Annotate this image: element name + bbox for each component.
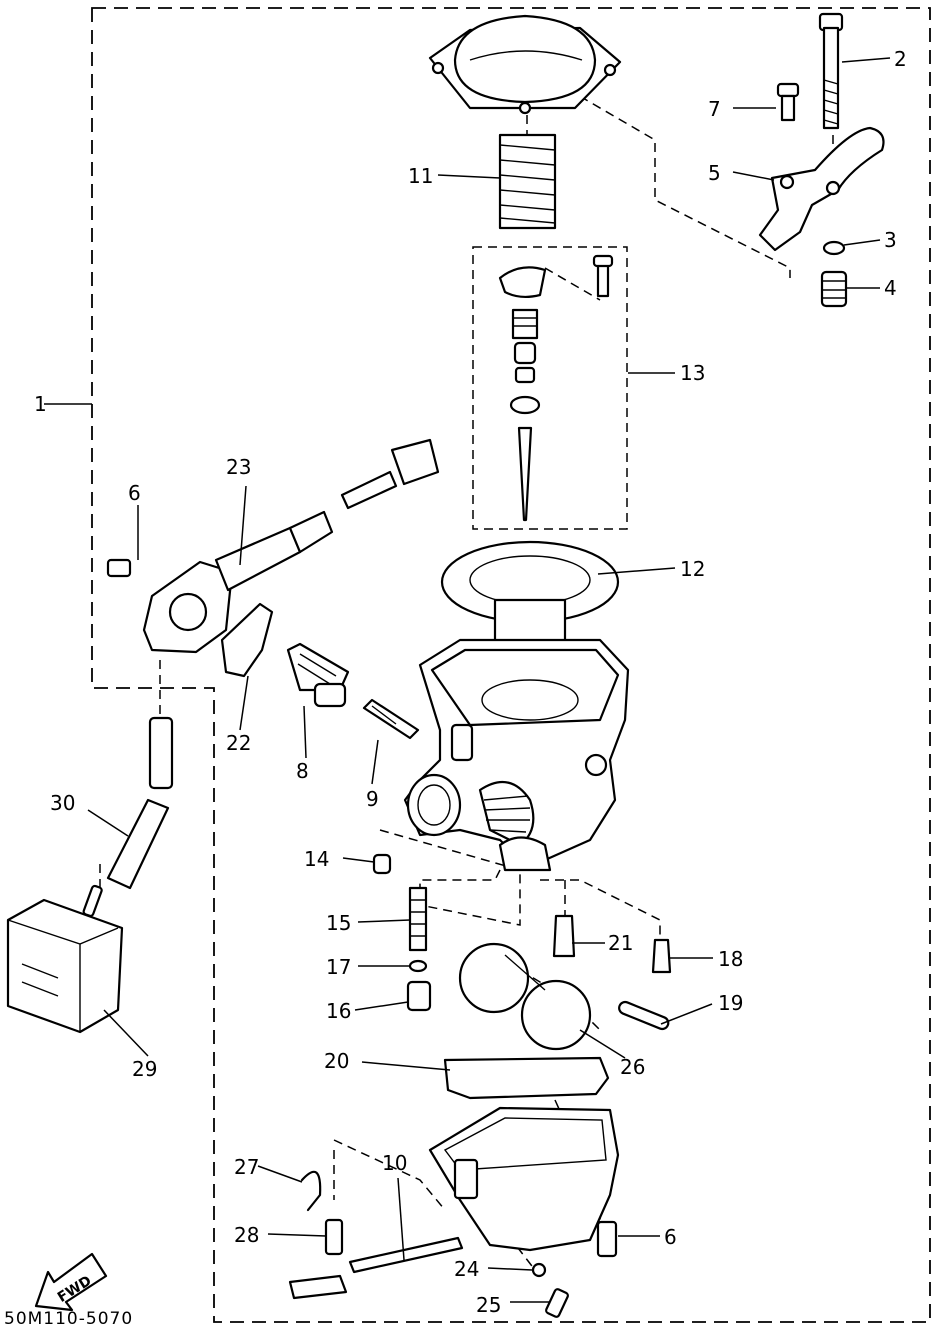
clip-part (300, 1170, 322, 1212)
pilot-screw-part (362, 698, 420, 740)
diaphragm-spring-part (498, 133, 557, 230)
throttle-screw-part (818, 12, 844, 130)
callout-12: 12 (680, 557, 705, 581)
callout-4: 4 (884, 276, 897, 300)
assembly-outline (91, 7, 931, 1323)
joint-hose-part (106, 716, 174, 890)
callout-11: 11 (408, 164, 433, 188)
carburetor-body-part (403, 638, 630, 872)
float-part (458, 942, 592, 1051)
callout-8: 8 (296, 759, 309, 783)
callout-6-lower: 6 (664, 1225, 677, 1249)
callout-23: 23 (226, 455, 251, 479)
callout-5: 5 (708, 161, 721, 185)
main-jet-part (406, 980, 432, 1012)
callout-1: 1 (34, 392, 47, 416)
small-screw-part (545, 1288, 569, 1318)
callout-15: 15 (326, 911, 351, 935)
plug-part (372, 853, 392, 875)
callout-2: 2 (894, 47, 907, 71)
callout-21: 21 (608, 931, 633, 955)
float-pin-part (618, 1000, 670, 1031)
callout-18: 18 (718, 947, 743, 971)
callout-27: 27 (234, 1155, 259, 1179)
callout-20: 20 (324, 1049, 349, 1073)
float-chamber-part (428, 1106, 620, 1252)
callout-7: 7 (708, 97, 721, 121)
leader-lines (44, 57, 891, 1303)
tps-gasket-part (220, 602, 274, 678)
drain-screw-part (596, 1220, 618, 1258)
jet-needle-set-part (498, 254, 614, 522)
lever-part (758, 126, 885, 252)
callout-13: 13 (680, 361, 705, 385)
callout-labels: 1 2 3 4 5 6 6 7 8 9 10 11 12 13 14 15 16… (34, 47, 907, 1317)
callout-17: 17 (326, 955, 351, 979)
callout-16: 16 (326, 999, 351, 1023)
callout-29: 29 (132, 1057, 157, 1081)
callout-6-upper: 6 (128, 481, 141, 505)
callout-10: 10 (382, 1151, 407, 1175)
screw-part (324, 1218, 344, 1256)
top-cover-part (428, 14, 622, 115)
callout-19: 19 (718, 991, 743, 1015)
callout-28: 28 (234, 1223, 259, 1247)
fwd-arrow-icon (34, 1252, 108, 1312)
canister-box-part (6, 884, 124, 1034)
throttle-sensor-part (106, 438, 440, 654)
needle-assembly-box (472, 246, 628, 530)
starter-plunger-part (286, 642, 350, 708)
washer-part (822, 240, 846, 256)
main-nozzle-part (408, 886, 428, 952)
ball-part (531, 1262, 547, 1278)
callout-25: 25 (476, 1293, 501, 1317)
needle-valve-part (651, 938, 672, 974)
spring-part (820, 270, 848, 308)
callout-22: 22 (226, 731, 251, 755)
float-gasket-part (443, 1056, 610, 1100)
o-ring-part (408, 959, 428, 973)
callout-24: 24 (454, 1257, 479, 1281)
callout-26: 26 (620, 1055, 645, 1079)
callout-30: 30 (50, 791, 75, 815)
callout-9: 9 (366, 787, 379, 811)
drain-hose-part (288, 1236, 464, 1300)
pilot-jet-part (552, 914, 576, 958)
callout-14: 14 (304, 847, 329, 871)
pin-screw-part (776, 82, 800, 122)
callout-3: 3 (884, 228, 897, 252)
diagram-code: 50M110-5070 (4, 1309, 133, 1328)
